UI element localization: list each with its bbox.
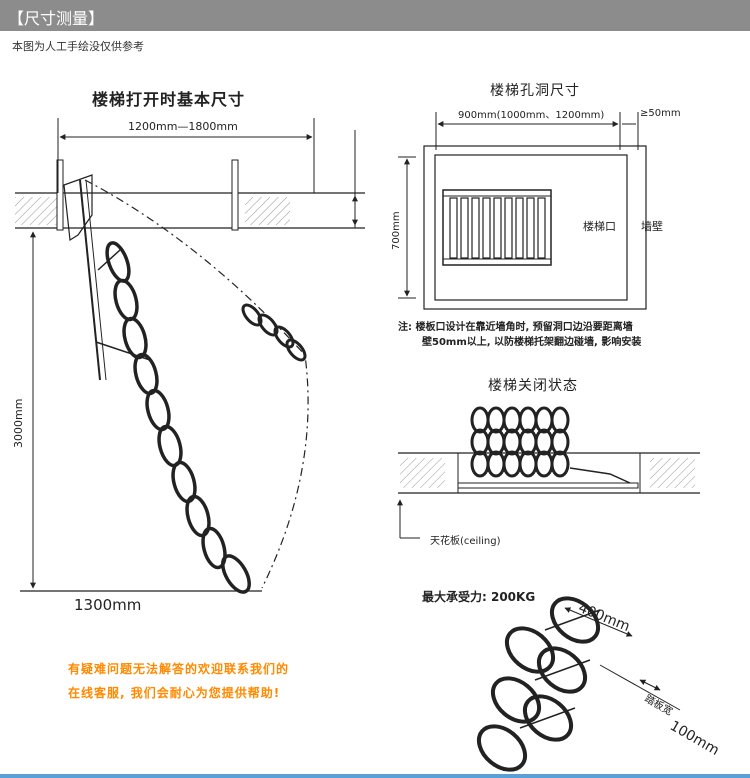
hole-note-line1: 注: 楼板口设计在靠近墙角时, 预留洞口边沿要距离墙 (398, 322, 633, 333)
hole-width-dimension: 900mm(1000mm、1200mm) (458, 110, 605, 121)
open-height-dimension: 3000mm (12, 398, 25, 448)
closed-view-title: 楼梯关闭状态 (488, 378, 578, 394)
hole-note-line2: 壁50mm以上, 以防楼梯托架翻边碰墙, 影响安装 (422, 337, 642, 348)
hole-height-dimension: 700mm (391, 211, 402, 250)
open-stair-drawing (15, 118, 365, 594)
hole-size-drawing (398, 112, 647, 310)
help-text-line2: 在线客服, 我们会耐心为您提供帮助! (68, 686, 281, 700)
header-title: 【尺寸测量】 (8, 9, 105, 28)
wall-label: 墙壁 (641, 220, 663, 233)
footer-divider (0, 774, 750, 778)
header-bar: 【尺寸测量】 (0, 0, 750, 31)
opening-label: 楼梯口 (583, 220, 616, 233)
open-view-title: 楼梯打开时基本尺寸 (92, 90, 246, 109)
hole-gap-dimension: ≥50mm (640, 108, 681, 119)
disclaimer-note: 本图为人工手绘没仅供参考 (12, 40, 144, 53)
open-width-dimension: 1200mm—1800mm (128, 120, 238, 133)
max-load-label: 最大承受力: 200KG (422, 590, 536, 604)
ceiling-label: 天花板(ceiling) (430, 536, 501, 547)
help-text-line1: 有疑难问题无法解答的欢迎联系我们的 (68, 662, 290, 676)
hole-view-title: 楼梯孔洞尺寸 (490, 83, 580, 99)
open-depth-dimension: 1300mm (74, 596, 142, 614)
closed-stair-drawing (397, 406, 700, 539)
step-detail-drawing (476, 596, 681, 772)
